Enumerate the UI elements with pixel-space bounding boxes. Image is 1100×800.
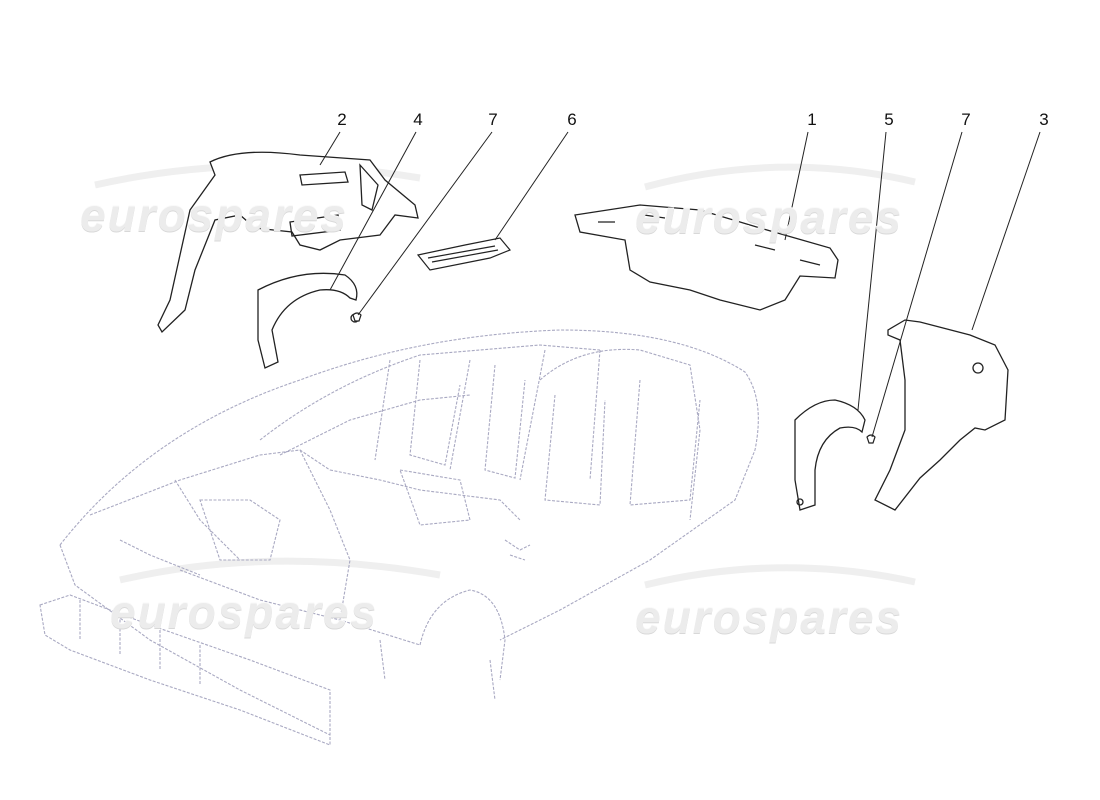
leader-lines bbox=[319, 131, 1041, 438]
callout-1: 1 bbox=[807, 110, 817, 129]
car-body-shell bbox=[39, 329, 759, 746]
part-6-plate bbox=[416, 237, 511, 271]
callout-2: 2 bbox=[337, 110, 347, 129]
watermark-text: eurospares bbox=[635, 191, 904, 243]
callout-5: 5 bbox=[884, 110, 894, 129]
part-2-left-rear-quarter-panel bbox=[157, 151, 419, 334]
callout-7-left: 7 bbox=[488, 110, 498, 129]
part-3-right-rear-quarter-panel bbox=[874, 319, 1009, 511]
watermark-text: eurospares bbox=[80, 189, 349, 241]
callout-4: 4 bbox=[413, 110, 423, 129]
watermark-text: eurospares bbox=[635, 591, 904, 643]
part-7-clips bbox=[352, 312, 876, 444]
callout-3: 3 bbox=[1039, 110, 1049, 129]
watermark-text: eurospares bbox=[110, 586, 379, 638]
part-1-rear-crossmember bbox=[574, 204, 839, 311]
callout-7-right: 7 bbox=[961, 110, 971, 129]
part-4-left-wheel-arch-liner bbox=[257, 272, 360, 369]
callout-6: 6 bbox=[567, 110, 577, 129]
part-5-right-wheel-arch-liner bbox=[794, 399, 866, 511]
